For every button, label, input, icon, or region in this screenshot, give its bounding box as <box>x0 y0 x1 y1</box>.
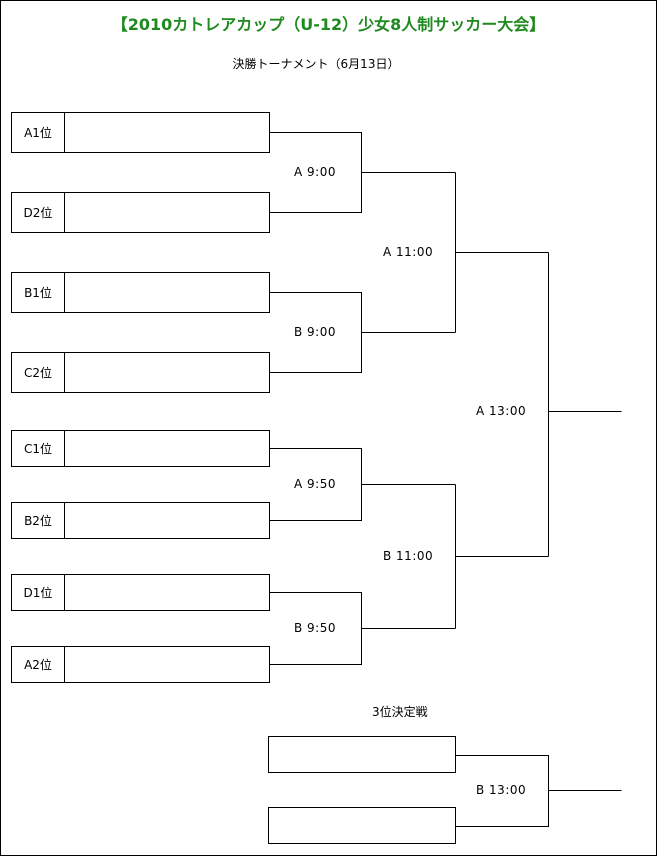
team-name-field <box>65 113 269 152</box>
team-box-a1: A1位 <box>11 112 270 153</box>
third-place-slot-1 <box>268 736 456 773</box>
match-label-final: A 13:00 <box>476 404 527 418</box>
bracket-line-qf2 <box>268 292 456 373</box>
match-label-qf2: B 9:00 <box>294 325 336 339</box>
match-label-qf3: A 9:50 <box>294 477 336 491</box>
third-place-title: 3位決定戦 <box>372 705 428 719</box>
team-name-field <box>65 273 269 312</box>
seed-label: B1位 <box>12 273 65 312</box>
team-box-b2: B2位 <box>11 502 270 539</box>
team-name-field <box>65 503 269 538</box>
team-name-field <box>65 647 269 682</box>
team-box-a2: A2位 <box>11 646 270 683</box>
team-box-c2: C2位 <box>11 352 270 393</box>
seed-label: D2位 <box>12 193 65 232</box>
bracket-line-sf1 <box>455 172 549 333</box>
team-box-c1: C1位 <box>11 430 270 467</box>
team-name-field <box>65 193 269 232</box>
page-title: 【2010カトレアカップ（U-12）少女8人制サッカー大会】 <box>111 15 546 34</box>
bracket-line-qf1 <box>268 132 456 213</box>
seed-label: D1位 <box>12 575 65 610</box>
page-subtitle: 決勝トーナメント（6月13日） <box>232 57 400 71</box>
team-box-d1: D1位 <box>11 574 270 611</box>
seed-label: C1位 <box>12 431 65 466</box>
team-box-d2: D2位 <box>11 192 270 233</box>
match-label-qf1: A 9:00 <box>294 165 336 179</box>
bracket-line-final <box>548 252 622 557</box>
team-box-b1: B1位 <box>11 272 270 313</box>
match-label-sf2: B 11:00 <box>383 549 434 563</box>
bracket-line-qf4 <box>268 592 456 665</box>
team-name-field <box>65 431 269 466</box>
team-name-field <box>65 353 269 392</box>
team-name-field <box>65 575 269 610</box>
match-label-third: B 13:00 <box>476 783 527 797</box>
seed-label: C2位 <box>12 353 65 392</box>
bracket-line-third <box>455 755 622 827</box>
match-label-sf1: A 11:00 <box>383 245 434 259</box>
seed-label: B2位 <box>12 503 65 538</box>
bracket-line-qf3 <box>268 448 456 521</box>
bracket-line-sf2 <box>455 484 549 629</box>
seed-label: A2位 <box>12 647 65 682</box>
seed-label: A1位 <box>12 113 65 152</box>
match-label-qf4: B 9:50 <box>294 621 336 635</box>
third-place-slot-2 <box>268 807 456 844</box>
